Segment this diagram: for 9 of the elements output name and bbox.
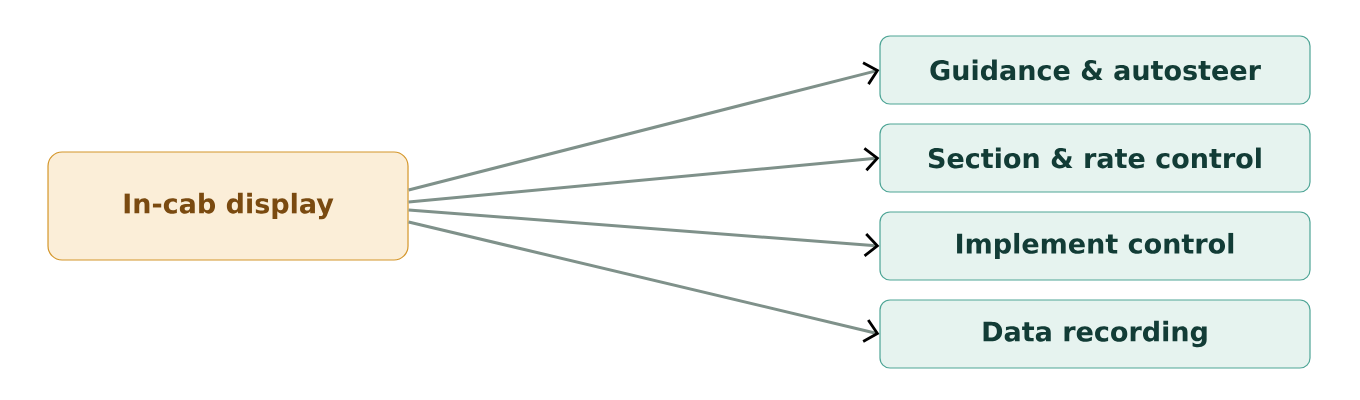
arrow <box>408 147 880 204</box>
function-box: Section & rate control <box>879 123 1311 193</box>
function-box: Data recording <box>879 299 1311 369</box>
function-box: Guidance & autosteer <box>879 35 1311 105</box>
display-box: In-cab display <box>47 151 409 261</box>
function-box: Implement control <box>879 211 1311 281</box>
arrow <box>408 208 880 257</box>
arrow <box>408 61 880 192</box>
arrow <box>408 220 880 343</box>
